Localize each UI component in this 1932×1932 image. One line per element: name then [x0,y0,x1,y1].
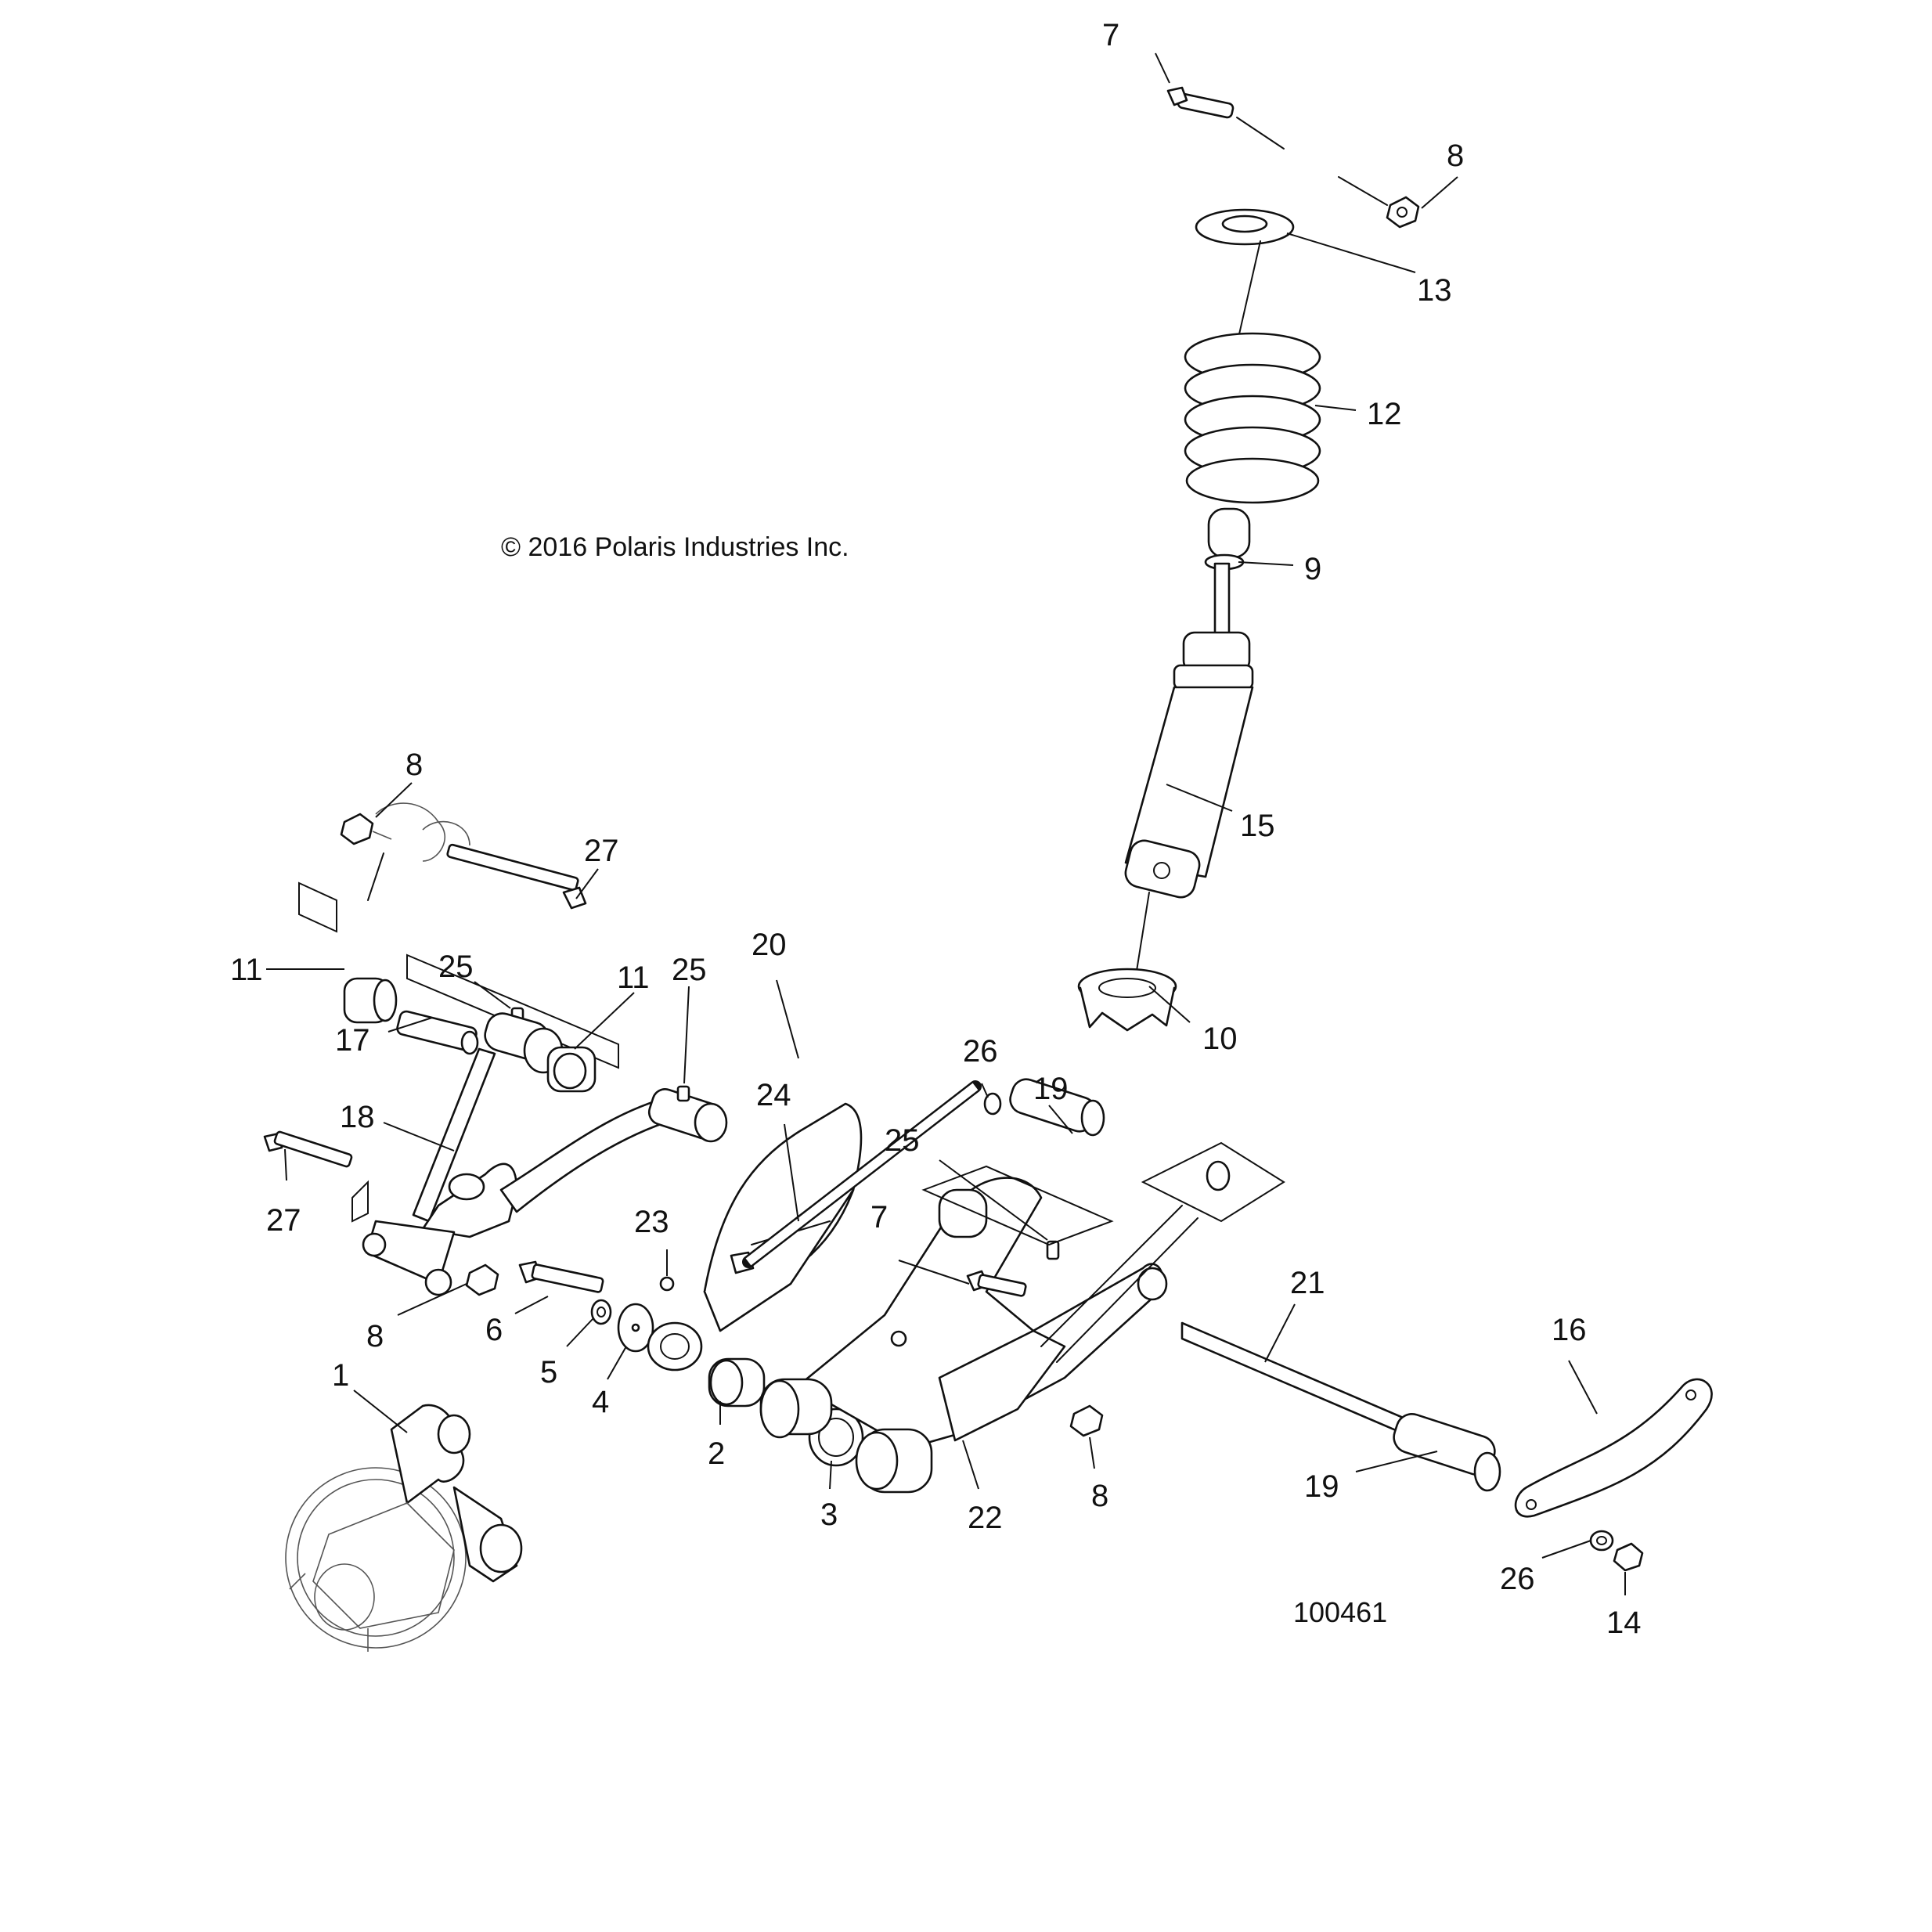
callout-5: 5 [540,1355,557,1390]
washer-4 [617,1303,654,1353]
callout-6: 6 [485,1313,503,1347]
sleeve-19-a [1009,1078,1105,1137]
nut-8-right [1069,1404,1104,1437]
shock-absorber-15 [1124,562,1254,899]
callout-7-mid: 7 [870,1200,888,1235]
callout-18: 18 [340,1100,375,1134]
callout-15: 15 [1240,809,1275,843]
callout-4: 4 [592,1385,609,1419]
callout-25-a: 25 [438,950,474,984]
shock-nut-8-top [1386,196,1420,229]
callout-27-left: 27 [266,1203,301,1238]
callout-26-a: 26 [963,1034,998,1069]
callout-3: 3 [820,1498,838,1532]
shock-bushing-9 [1204,507,1251,571]
nut-8-upper-left [340,813,374,845]
bearing-cap [647,1321,703,1372]
callout-19-a: 19 [1033,1072,1069,1106]
callout-19-b: 19 [1304,1469,1339,1504]
spring-retainer-13 [1195,208,1295,246]
callout-11-right: 11 [617,961,650,995]
callout-1: 1 [332,1358,349,1393]
callout-17: 17 [335,1023,370,1058]
bushing-11-right [546,1046,597,1093]
copyright-text: © 2016 Polaris Industries Inc. [501,532,849,562]
callout-21: 21 [1290,1266,1325,1300]
callout-12: 12 [1367,397,1402,431]
grease-zerk-25-b [676,1085,690,1102]
callout-25-c: 25 [885,1123,920,1158]
nut-8-lower [465,1263,499,1296]
callout-9: 9 [1304,552,1321,586]
washer-26-a [983,1092,1002,1116]
trailing-arm-22 [759,1177,1168,1494]
callout-8-upper-left: 8 [406,748,423,782]
callout-26-b: 26 [1500,1562,1535,1596]
callout-27-top: 27 [584,834,619,868]
sleeve-17 [396,1010,479,1055]
callout-10: 10 [1202,1022,1238,1056]
nut-14 [1613,1542,1644,1572]
callout-11-left: 11 [230,953,263,987]
callout-7-top: 7 [1102,18,1119,52]
bushing-2 [708,1357,766,1408]
rod-20 [730,1080,982,1274]
shock-bolt-7 [1166,86,1235,119]
callout-13: 13 [1417,273,1452,308]
bolt-27-left [263,1130,353,1168]
bolt-7-mid [966,1270,1027,1297]
sleeve-19-b [1393,1413,1501,1492]
bushing-11-left [343,977,398,1024]
rod-21 [1180,1321,1403,1434]
figure-number: 100461 [1293,1596,1387,1628]
callout-8-right: 8 [1091,1479,1108,1513]
washer-5 [590,1299,612,1325]
grease-zerk-25-c [1046,1240,1060,1260]
callout-24: 24 [756,1078,791,1112]
bolt-23 [659,1276,675,1292]
callout-14: 14 [1606,1606,1642,1640]
callout-25-b: 25 [672,953,707,987]
coil-spring-12 [1184,332,1321,504]
callout-20: 20 [752,928,787,962]
callout-16: 16 [1552,1313,1587,1347]
callout-22: 22 [968,1501,1003,1535]
skid-plate-24 [703,1102,863,1332]
callout-23: 23 [634,1205,669,1239]
upper-a-arm-18 [362,1012,728,1296]
callout-8-lower: 8 [366,1319,384,1353]
washer-26-b [1589,1530,1614,1552]
callout-8-top: 8 [1447,139,1464,173]
bracket-16 [1514,1378,1713,1518]
spring-seat-10 [1077,968,1177,1032]
callout-2: 2 [708,1436,725,1471]
bolt-27-top [446,843,587,910]
bolt-6 [518,1260,604,1293]
knuckle-hub-1 [285,1404,523,1652]
